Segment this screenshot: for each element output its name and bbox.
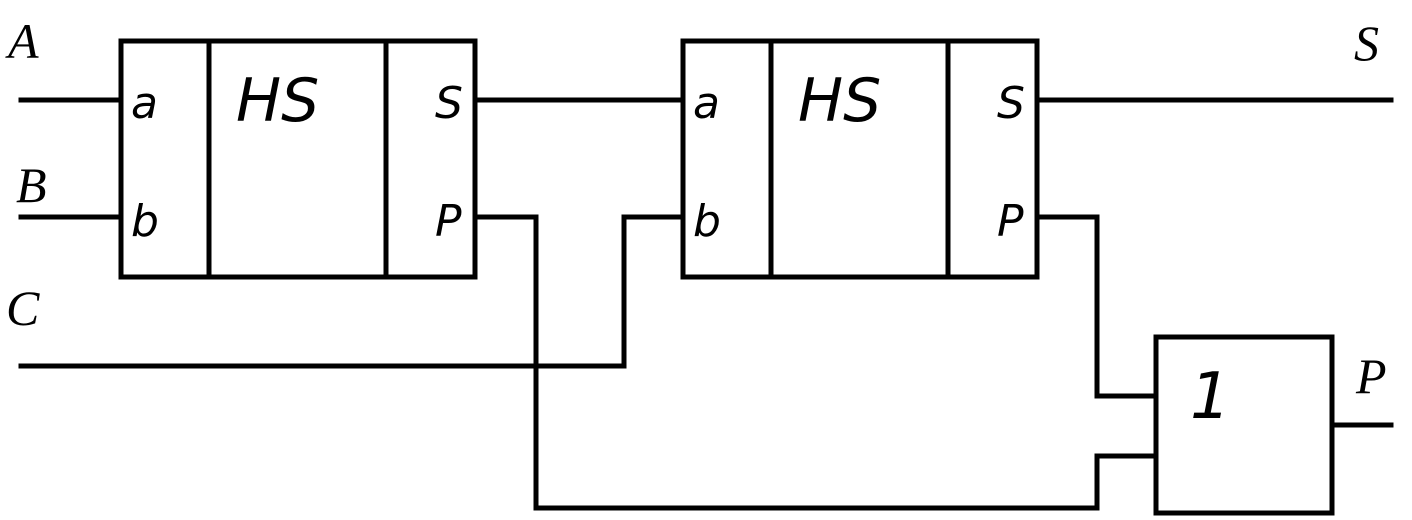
half-adder-1-port-s: S <box>435 78 463 129</box>
input-label-a: A <box>5 13 39 69</box>
half-adder-2-port-a: a <box>693 78 720 129</box>
half-adder-1-port-p: P <box>435 196 462 247</box>
or-gate-body <box>1153 334 1335 516</box>
half-adder-2-port-b: b <box>693 196 721 247</box>
wire-ha1-carry-to-or <box>472 214 1159 511</box>
half-adder-1-port-a: a <box>131 78 158 129</box>
half-adder-1-port-b: b <box>131 196 159 247</box>
or-gate: 1 <box>1153 334 1335 516</box>
or-gate-label: 1 <box>1190 360 1231 434</box>
half-adder-2-body <box>680 38 1040 280</box>
input-label-c: C <box>6 280 40 336</box>
half-adder-2-port-p: P <box>997 196 1024 247</box>
output-label-s: S <box>1354 15 1379 71</box>
half-adder-1-title: HS <box>236 66 319 136</box>
half-adder-2-title: HS <box>798 66 881 136</box>
half-adder-1-body <box>118 38 478 280</box>
input-label-b: B <box>16 157 47 213</box>
output-label-p: P <box>1355 348 1387 404</box>
half-adder-2-port-s: S <box>997 78 1025 129</box>
half-adder-2: HS a b S P <box>680 38 1040 280</box>
wire-ha2-carry-to-or <box>1034 214 1159 399</box>
wire-input-c-to-ha2-b <box>18 214 686 369</box>
half-adder-1: HS a b S P <box>118 38 478 280</box>
